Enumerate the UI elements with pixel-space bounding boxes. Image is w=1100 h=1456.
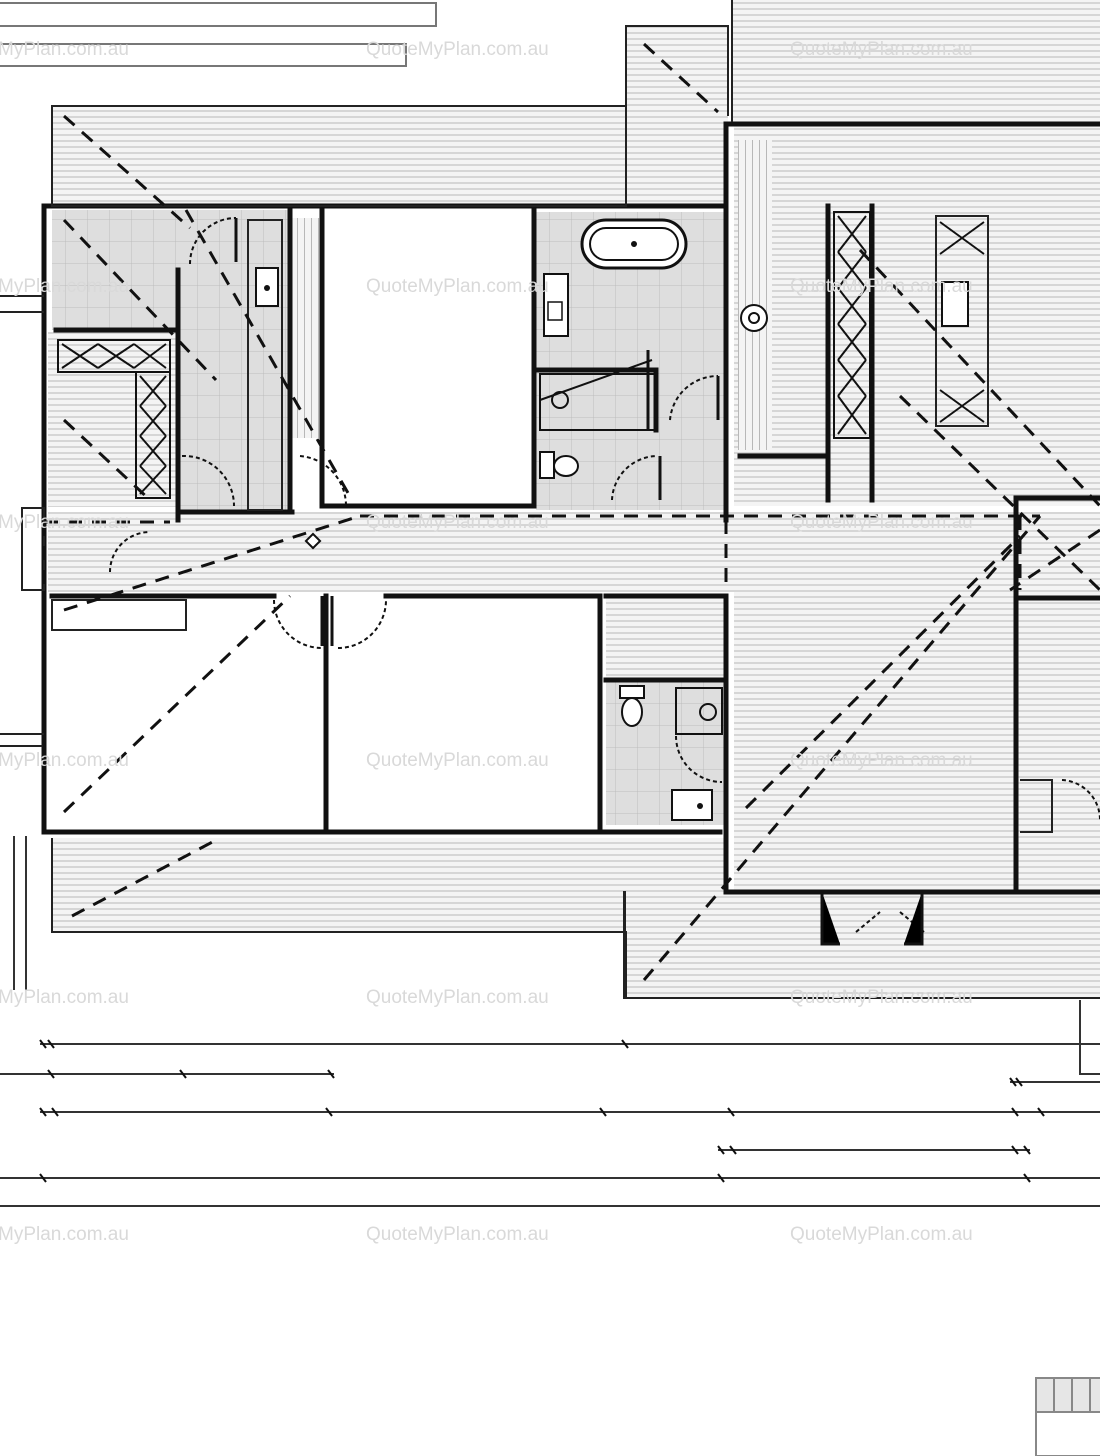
dimension-lines	[0, 836, 1100, 1207]
watermark: QuoteMyPlan.com.au	[366, 750, 549, 771]
watermark: MyPlan.com.au	[0, 987, 129, 1008]
dashed-lines	[42, 42, 1100, 981]
watermark: QuoteMyPlan.com.au	[790, 1224, 973, 1245]
bathtub-icon	[580, 218, 688, 270]
watermark: QuoteMyPlan.com.au	[366, 1224, 549, 1245]
watermark: QuoteMyPlan.com.au	[790, 512, 973, 533]
shelving-icon	[57, 211, 985, 499]
watermark: QuoteMyPlan.com.au	[790, 276, 973, 297]
watermark: MyPlan.com.au	[0, 1224, 129, 1245]
watermark: QuoteMyPlan.com.au	[366, 512, 549, 533]
watermark: MyPlan.com.au	[0, 39, 129, 60]
rooms	[56, 214, 602, 824]
door-panels	[234, 218, 924, 946]
basin-icon	[255, 267, 713, 821]
smoke-detector-icon	[304, 532, 322, 550]
thin-walls	[0, 0, 1100, 999]
sink-icon	[740, 281, 969, 332]
watermark: QuoteMyPlan.com.au	[366, 276, 549, 297]
hatched-areas	[48, 0, 1100, 998]
watermark: QuoteMyPlan.com.au	[366, 39, 549, 60]
watermark: QuoteMyPlan.com.au	[366, 987, 549, 1008]
toilet-icon	[539, 451, 645, 727]
title-block	[1035, 1377, 1100, 1456]
watermarks: MyPlan.com.au QuoteMyPlan.com.au QuoteMy…	[0, 39, 973, 1245]
watermark: MyPlan.com.au	[0, 276, 129, 297]
shower-icon	[539, 359, 723, 735]
watermark: MyPlan.com.au	[0, 512, 129, 533]
watermark: MyPlan.com.au	[0, 750, 129, 771]
watermark: QuoteMyPlan.com.au	[790, 987, 973, 1008]
title-bars	[0, 2, 437, 67]
watermark: QuoteMyPlan.com.au	[790, 750, 973, 771]
watermark: QuoteMyPlan.com.au	[790, 39, 973, 60]
door-swing-icon	[109, 217, 1100, 933]
dimension-ticks	[39, 1039, 1045, 1183]
